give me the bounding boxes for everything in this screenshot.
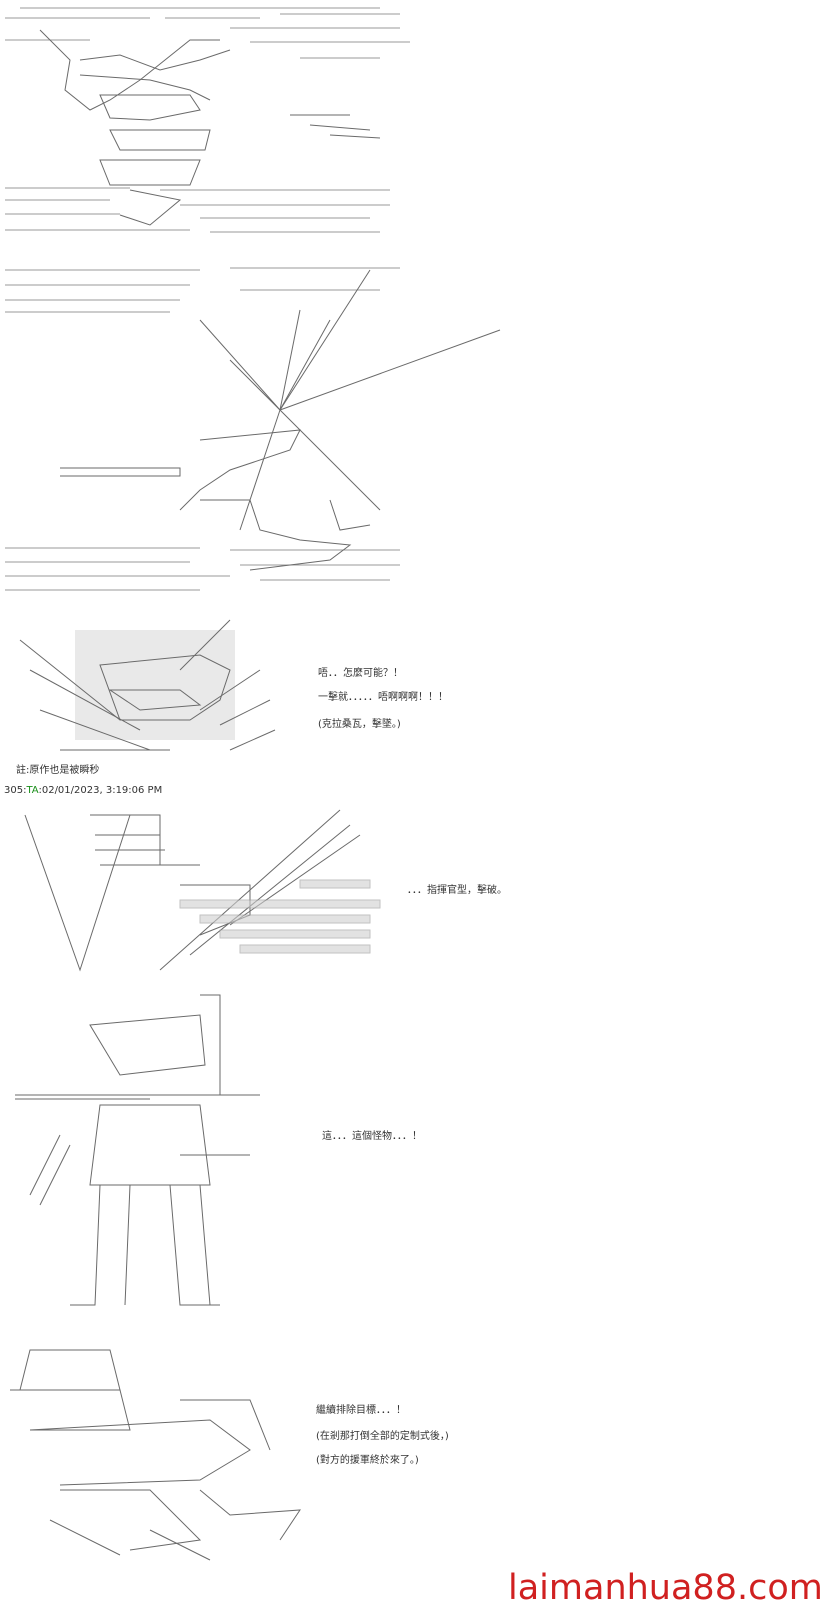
ascii-art-mecha-crouching xyxy=(0,1340,320,1565)
post-timestamp: :02/01/2023, 3:19:06 PM xyxy=(38,785,163,796)
post-number: 305 xyxy=(4,785,24,796)
post-header: 305:TA:02/01/2023, 3:19:06 PM xyxy=(4,785,163,796)
ascii-art-explosion-burst xyxy=(0,250,520,600)
narration-line: (在剎那打倒全部的定制式後，) xyxy=(316,1431,449,1442)
narration-line: (對方的援軍終於來了。) xyxy=(316,1455,419,1466)
narration-line: (克拉桑瓦，擊墜。) xyxy=(318,719,401,730)
ascii-art-pilot-closeup xyxy=(0,610,290,765)
speech-line: 繼續排除目標．．．！ xyxy=(316,1405,406,1416)
watermark: laimanhua88.com xyxy=(508,1568,823,1608)
post-author[interactable]: TA xyxy=(26,785,39,796)
ascii-art-robot-slash xyxy=(0,805,400,980)
speech-line: 唔．．怎麼可能？！ xyxy=(318,668,403,679)
speech-line: 一擊就．．．．．唔啊啊啊！！！ xyxy=(318,692,448,703)
speech-line: 這．．．這個怪物．．．！ xyxy=(322,1131,422,1142)
ascii-art-mecha-standing xyxy=(0,985,290,1320)
ascii-art-robot-speedlines-1 xyxy=(0,0,420,240)
author-note: 註:原作也是被瞬秒 xyxy=(16,765,100,776)
narration-line: ．．．指揮官型，擊破。 xyxy=(407,885,507,896)
